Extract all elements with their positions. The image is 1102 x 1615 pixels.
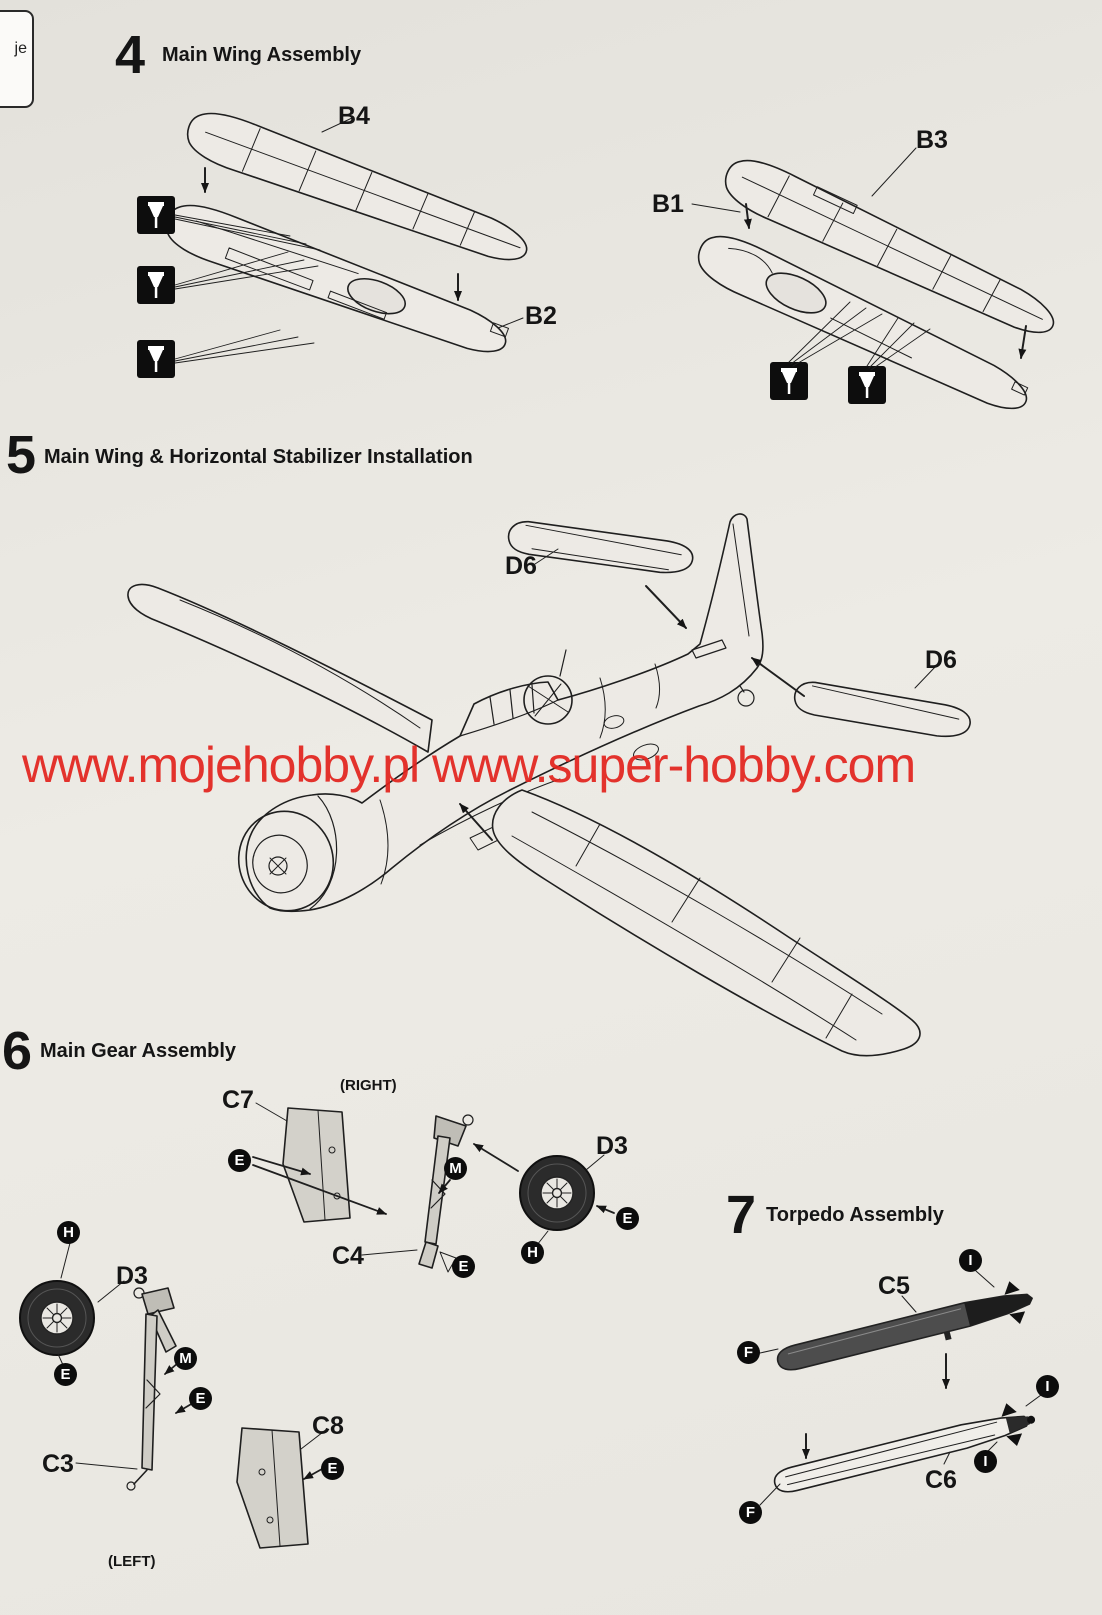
part-label-d3-right: D3: [596, 1132, 628, 1160]
assembly-arrow: [751, 657, 805, 697]
assembly-arrow: [438, 1179, 451, 1194]
assembly-arrow: [645, 585, 687, 629]
callout-i: I: [959, 1249, 982, 1272]
label-leaders-gear-right: [255, 1102, 605, 1256]
part-label-c4: C4: [332, 1242, 364, 1270]
label-leaders-step5: [534, 548, 937, 689]
part-label-b1: B1: [652, 190, 684, 218]
assembly-arrow: [596, 1205, 615, 1214]
part-label-c6: C6: [925, 1466, 957, 1494]
torpedo-lower-half-c6-drawing: [773, 1403, 1036, 1493]
label-leaders-step4-right: [691, 147, 917, 213]
callout-i: I: [974, 1450, 997, 1473]
part-label-d6-right: D6: [925, 646, 957, 674]
pin-symbol-icons-left: [137, 196, 175, 378]
part-label-c3: C3: [42, 1450, 74, 1478]
step7-title: Torpedo Assembly: [766, 1204, 944, 1226]
part-label-c8: C8: [312, 1412, 344, 1440]
step7-number: 7: [726, 1185, 757, 1245]
wing-part-b4-drawing: [179, 102, 537, 275]
gear-strut-c3-drawing: [126, 1287, 177, 1491]
side-label-right: (RIGHT): [340, 1077, 397, 1094]
wing-part-b2-drawing: [158, 194, 516, 367]
torpedo-upper-half-c5-drawing: [776, 1281, 1033, 1371]
assembly-arrow: [743, 203, 752, 229]
assembly-arrow: [252, 1156, 311, 1176]
wheel-d3-right-drawing: [519, 1155, 595, 1231]
callout-e: E: [54, 1363, 77, 1386]
step5-title: Main Wing & Horizontal Stabilizer Instal…: [44, 446, 473, 468]
callout-m: M: [174, 1347, 197, 1370]
step6-number: 6: [2, 1021, 33, 1081]
callout-f: F: [737, 1341, 760, 1364]
corner-label: je: [14, 40, 27, 57]
pin-fan-lines-left: [174, 214, 321, 364]
assembly-arrow: [1018, 325, 1027, 359]
callout-e: E: [616, 1207, 639, 1230]
side-label-left: (LEFT): [108, 1553, 156, 1570]
gear-door-c7-drawing: [282, 1107, 351, 1223]
callout-e: E: [321, 1457, 344, 1480]
step4-title: Main Wing Assembly: [162, 44, 362, 66]
part-label-d3-left: D3: [116, 1262, 148, 1290]
wheel-d3-left-drawing: [19, 1280, 95, 1356]
part-label-c7: C7: [222, 1086, 254, 1114]
assembly-arrow: [459, 803, 493, 841]
assembly-arrow: [303, 1468, 323, 1480]
label-leaders-torpedo: [759, 1270, 1042, 1506]
part-label-b4: B4: [338, 102, 370, 130]
aircraft-left-wing: [127, 583, 433, 753]
part-label-b3: B3: [916, 126, 948, 154]
gear-door-c8-drawing: [236, 1427, 309, 1549]
part-label-c5: C5: [878, 1272, 910, 1300]
callout-i: I: [1036, 1375, 1059, 1398]
step4-number: 4: [115, 25, 146, 85]
callout-m: M: [444, 1157, 467, 1180]
wing-part-b3-drawing: [716, 148, 1065, 349]
gear-strut-c4-drawing: [418, 1114, 474, 1273]
pin-fan-lines-right: [788, 301, 931, 371]
callout-e: E: [228, 1149, 251, 1172]
callout-h: H: [521, 1241, 544, 1264]
label-leaders-step4-left: [321, 117, 524, 329]
pin-symbol-icons-right: [770, 362, 886, 404]
part-label-d6-top: D6: [505, 552, 537, 580]
label-leaders-gear-left: [57, 1242, 328, 1470]
aircraft-right-wing: [491, 789, 921, 1057]
aircraft-fuselage: [237, 513, 764, 913]
part-label-b2: B2: [525, 302, 557, 330]
callout-f: F: [739, 1501, 762, 1524]
stabilizer-part-d6-right: [793, 681, 971, 738]
stabilizer-part-d6-top: [507, 520, 694, 574]
callout-h: H: [57, 1221, 80, 1244]
assembly-arrow: [252, 1164, 387, 1215]
watermark-text: www.mojehobby.pl www.super-hobby.com: [22, 737, 916, 793]
callout-e: E: [189, 1387, 212, 1410]
step6-title: Main Gear Assembly: [40, 1040, 237, 1062]
corner-label-box: je: [0, 10, 34, 108]
step5-number: 5: [6, 425, 37, 485]
callout-e: E: [452, 1255, 475, 1278]
assembly-arrow: [473, 1143, 519, 1172]
